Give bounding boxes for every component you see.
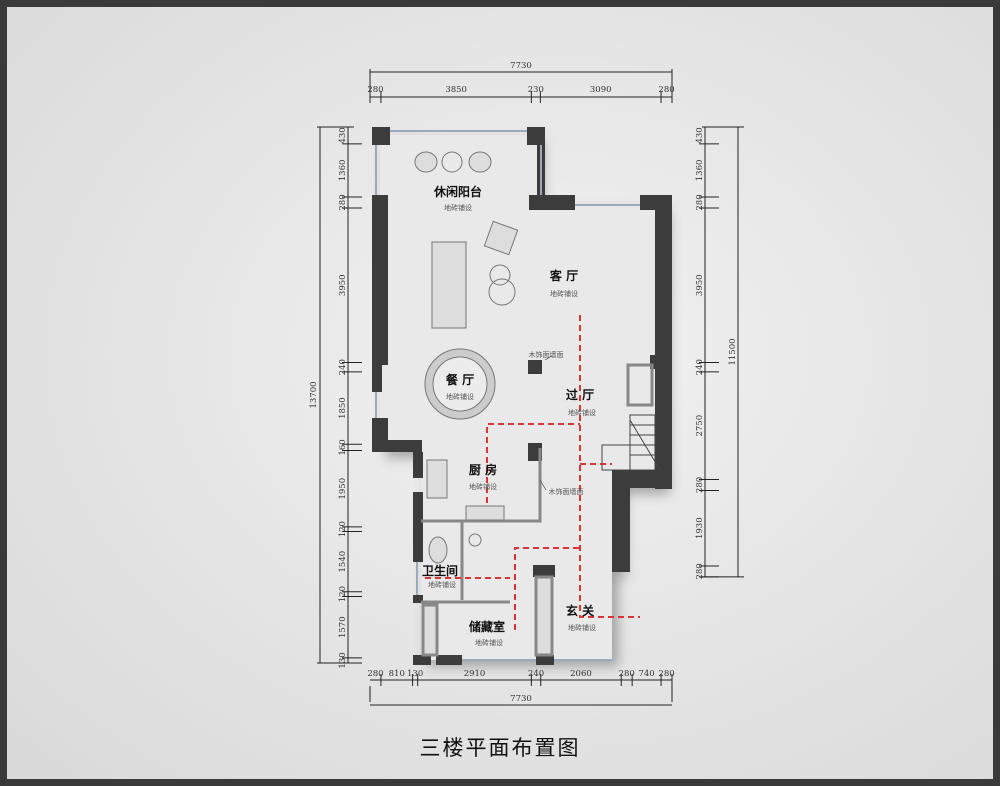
drawing-title: 三楼平面布置图	[419, 736, 581, 760]
dim-label: 280	[367, 85, 383, 95]
staircase	[601, 414, 661, 471]
dim-label: 810	[389, 669, 405, 679]
dim-label: 240	[695, 359, 705, 375]
room-name-bathroom: 卫生间	[422, 563, 458, 578]
dim-label: 2910	[464, 669, 486, 679]
dim-label: 280	[367, 669, 383, 679]
dim-label: 280	[695, 477, 705, 493]
dim-label: 1850	[338, 397, 348, 419]
dim-label: 2750	[695, 415, 705, 437]
room-name-storage: 储藏室	[469, 619, 505, 634]
armchair	[483, 220, 519, 256]
dim-label: 3950	[338, 274, 348, 296]
dim-label: 160	[338, 439, 348, 455]
floor-note-living: 地砖铺设	[550, 289, 578, 298]
dim-label: 740	[638, 669, 654, 679]
dim-label: 1570	[338, 616, 348, 638]
dim-label: 120	[338, 586, 348, 602]
floor-note-balcony: 地砖铺设	[444, 203, 472, 212]
room-name-hall: 过 厅	[566, 387, 594, 402]
wood-wall-note-2: 木饰面墙面	[549, 487, 584, 496]
dim-label: 1950	[338, 478, 348, 500]
dim-label: 1540	[338, 551, 348, 573]
room-name-kitchen: 厨 房	[469, 462, 497, 477]
floor-note-bathroom: 地砖铺设	[428, 580, 456, 589]
dim-label: 230	[528, 85, 544, 95]
dim-label: 280	[658, 669, 674, 679]
dim-label: 130	[407, 669, 423, 679]
dim-label: 3850	[445, 85, 467, 95]
floor-note-kitchen: 地砖铺设	[469, 482, 497, 491]
dim-top-total: 7730	[510, 61, 532, 71]
dim-label: 1930	[695, 517, 705, 539]
floor-note-hall: 地砖铺设	[568, 408, 596, 417]
dim-label: 130	[338, 652, 348, 668]
windows	[375, 130, 640, 661]
dim-left-total: 13700	[309, 381, 319, 408]
room-name-balcony: 休闲阳台	[433, 184, 482, 199]
room-name-entrance: 玄 关	[566, 603, 594, 618]
dim-label: 120	[338, 521, 348, 537]
dim-label: 280	[338, 194, 348, 210]
floor-note-dining: 地砖铺设	[446, 392, 474, 401]
dim-label: 240	[528, 669, 544, 679]
dim-label: 1360	[338, 160, 348, 182]
dim-label: 280	[619, 669, 635, 679]
room-name-dining: 餐 厅	[446, 372, 474, 387]
sofa	[431, 241, 467, 329]
dim-label: 280	[658, 85, 674, 95]
dim-right-total: 11500	[728, 338, 738, 365]
floor-note-storage: 地砖铺设	[475, 638, 503, 647]
zone-lines	[425, 315, 640, 630]
floor-note-entrance: 地砖铺设	[568, 623, 596, 632]
room-name-living: 客 厅	[549, 268, 578, 283]
dim-label: 430	[695, 127, 705, 143]
dim-label: 3950	[695, 274, 705, 296]
dim-label: 430	[338, 127, 348, 143]
walls	[372, 127, 672, 665]
dim-label: 3090	[590, 85, 612, 95]
dim-label: 280	[695, 194, 705, 210]
furniture	[414, 151, 519, 564]
partitions	[421, 363, 654, 657]
dim-label: 240	[338, 359, 348, 375]
wood-wall-note-1: 木饰面墙面	[529, 350, 564, 359]
dim-bottom-total: 7730	[510, 694, 532, 704]
dim-label: 2060	[570, 669, 592, 679]
dim-label: 1360	[695, 160, 705, 182]
dim-label: 280	[695, 563, 705, 579]
floor-area	[380, 135, 664, 660]
